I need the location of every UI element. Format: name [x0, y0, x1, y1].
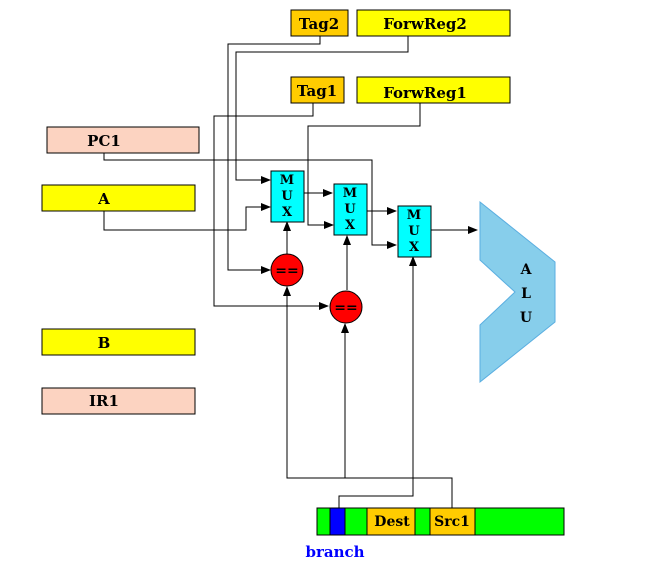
wire-forwreg1-to-mux2	[307, 103, 421, 229]
src1-field	[429, 507, 476, 536]
ir1-label: IR1	[89, 392, 119, 410]
mux-1: M U X	[270, 170, 305, 223]
forwreg2-label: ForwReg2	[383, 15, 467, 33]
alu-letter-u: U	[520, 310, 532, 326]
b-label: B	[98, 334, 111, 352]
mux-3: M U X	[397, 205, 432, 258]
mux-2-letter-x: X	[345, 218, 356, 233]
a-register: A	[41, 184, 196, 212]
wire-branch-to-mux3	[338, 256, 417, 508]
tag1-register: Tag1	[290, 76, 345, 104]
b-register: B	[41, 328, 196, 356]
forwreg2-register: ForwReg2	[356, 9, 511, 37]
comparator-1: ==	[270, 253, 304, 287]
wire-forwreg2-to-mux1	[235, 36, 409, 184]
wire-tag1-to-comparator2	[213, 103, 329, 310]
pc1-register: PC1	[46, 126, 200, 154]
mux-2-letter-u: U	[344, 202, 356, 217]
ir1-register: IR1	[41, 387, 196, 415]
comparator-2-label: ==	[334, 300, 357, 316]
src1-label: Src1	[434, 514, 470, 530]
branch-label: branch	[305, 543, 364, 561]
wires	[103, 36, 478, 508]
tag2-label: Tag2	[299, 15, 339, 33]
dest-field	[366, 507, 416, 536]
instruction-word: Dest Src1	[316, 507, 565, 536]
wire-tag2-to-comparator1	[227, 36, 321, 274]
branch-bit	[329, 507, 346, 536]
mux-3-letter-u: U	[408, 224, 420, 239]
mux-3-letter-x: X	[409, 240, 420, 255]
comparator-2: ==	[329, 290, 363, 324]
tag2-register: Tag2	[290, 9, 349, 37]
dest-label: Dest	[374, 514, 410, 530]
mux-3-letter-m: M	[407, 208, 421, 223]
mux-1-letter-x: X	[282, 205, 293, 220]
mux-1-letter-u: U	[281, 189, 293, 204]
wire-a-to-mux1	[103, 203, 271, 231]
mux-1-letter-m: M	[280, 173, 294, 188]
a-label: A	[97, 190, 110, 208]
tag1-label: Tag1	[297, 82, 337, 100]
alu: A L U	[479, 200, 556, 384]
pc1-label: PC1	[87, 132, 121, 150]
comparator-1-label: ==	[275, 263, 298, 279]
forwreg1-register: ForwReg1	[356, 76, 511, 104]
alu-letter-a: A	[520, 262, 533, 278]
mux-2: M U X	[333, 183, 368, 236]
mux-2-letter-m: M	[343, 186, 357, 201]
wire-src1-up	[283, 286, 453, 508]
alu-letter-l: L	[521, 286, 531, 302]
forwreg1-label: ForwReg1	[383, 84, 467, 102]
wire-pc1-to-mux3	[103, 153, 397, 249]
